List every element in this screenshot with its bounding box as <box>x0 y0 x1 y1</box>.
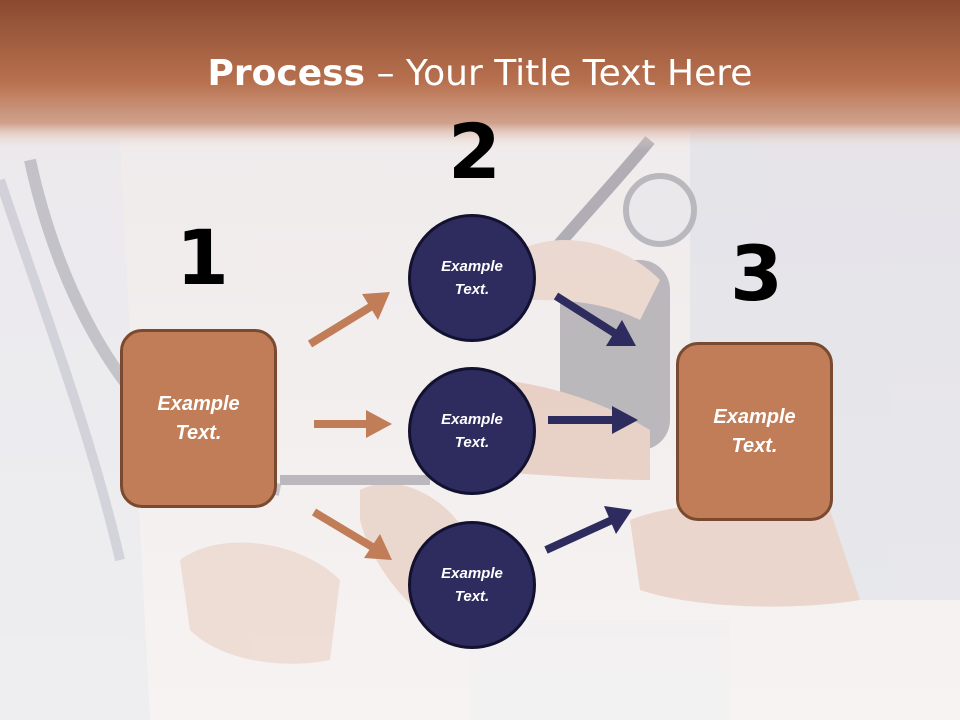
step-number-1: 1 <box>176 213 229 302</box>
step-2-circle-top: Example Text. <box>408 214 536 342</box>
step-3-text-line1: Example <box>713 405 796 428</box>
arrow-head-down-right <box>606 320 636 346</box>
arrow-head-mid-right <box>612 406 638 434</box>
step-number-2: 2 <box>448 107 501 196</box>
title-rest: – Your Title Text Here <box>365 53 753 94</box>
right-arrows <box>544 292 638 554</box>
circle-top-line1: Example <box>441 258 503 275</box>
circle-middle-line1: Example <box>441 411 503 428</box>
arrow-down-left <box>311 508 377 552</box>
arrow-up-right <box>544 516 614 554</box>
arrow-head-down-left <box>364 534 392 560</box>
step-3-text-line2: Text. <box>731 434 778 457</box>
step-2-circle-bottom: Example Text. <box>408 521 536 649</box>
slide-title: Process – Your Title Text Here <box>0 52 960 96</box>
circle-bottom-line1: Example <box>441 565 503 582</box>
title-bold: Process <box>207 53 366 94</box>
arrow-head-mid-left <box>366 410 392 438</box>
arrow-down-right <box>553 292 619 338</box>
arrow-up-left <box>307 302 375 348</box>
step-2-circle-middle: Example Text. <box>408 367 536 495</box>
circle-top-line2: Text. <box>454 281 490 298</box>
circle-bottom-line2: Text. <box>454 588 490 605</box>
arrow-head-up-right <box>604 506 632 534</box>
step-1-text-line1: Example <box>157 392 240 415</box>
step-1-text-line2: Text. <box>175 421 222 444</box>
step-number-3: 3 <box>730 229 783 318</box>
left-arrows <box>307 292 392 560</box>
step-1-box: Example Text. <box>120 329 277 508</box>
step-3-box: Example Text. <box>676 342 833 521</box>
arrow-head-up-left <box>362 292 390 320</box>
circle-middle-line2: Text. <box>454 434 490 451</box>
